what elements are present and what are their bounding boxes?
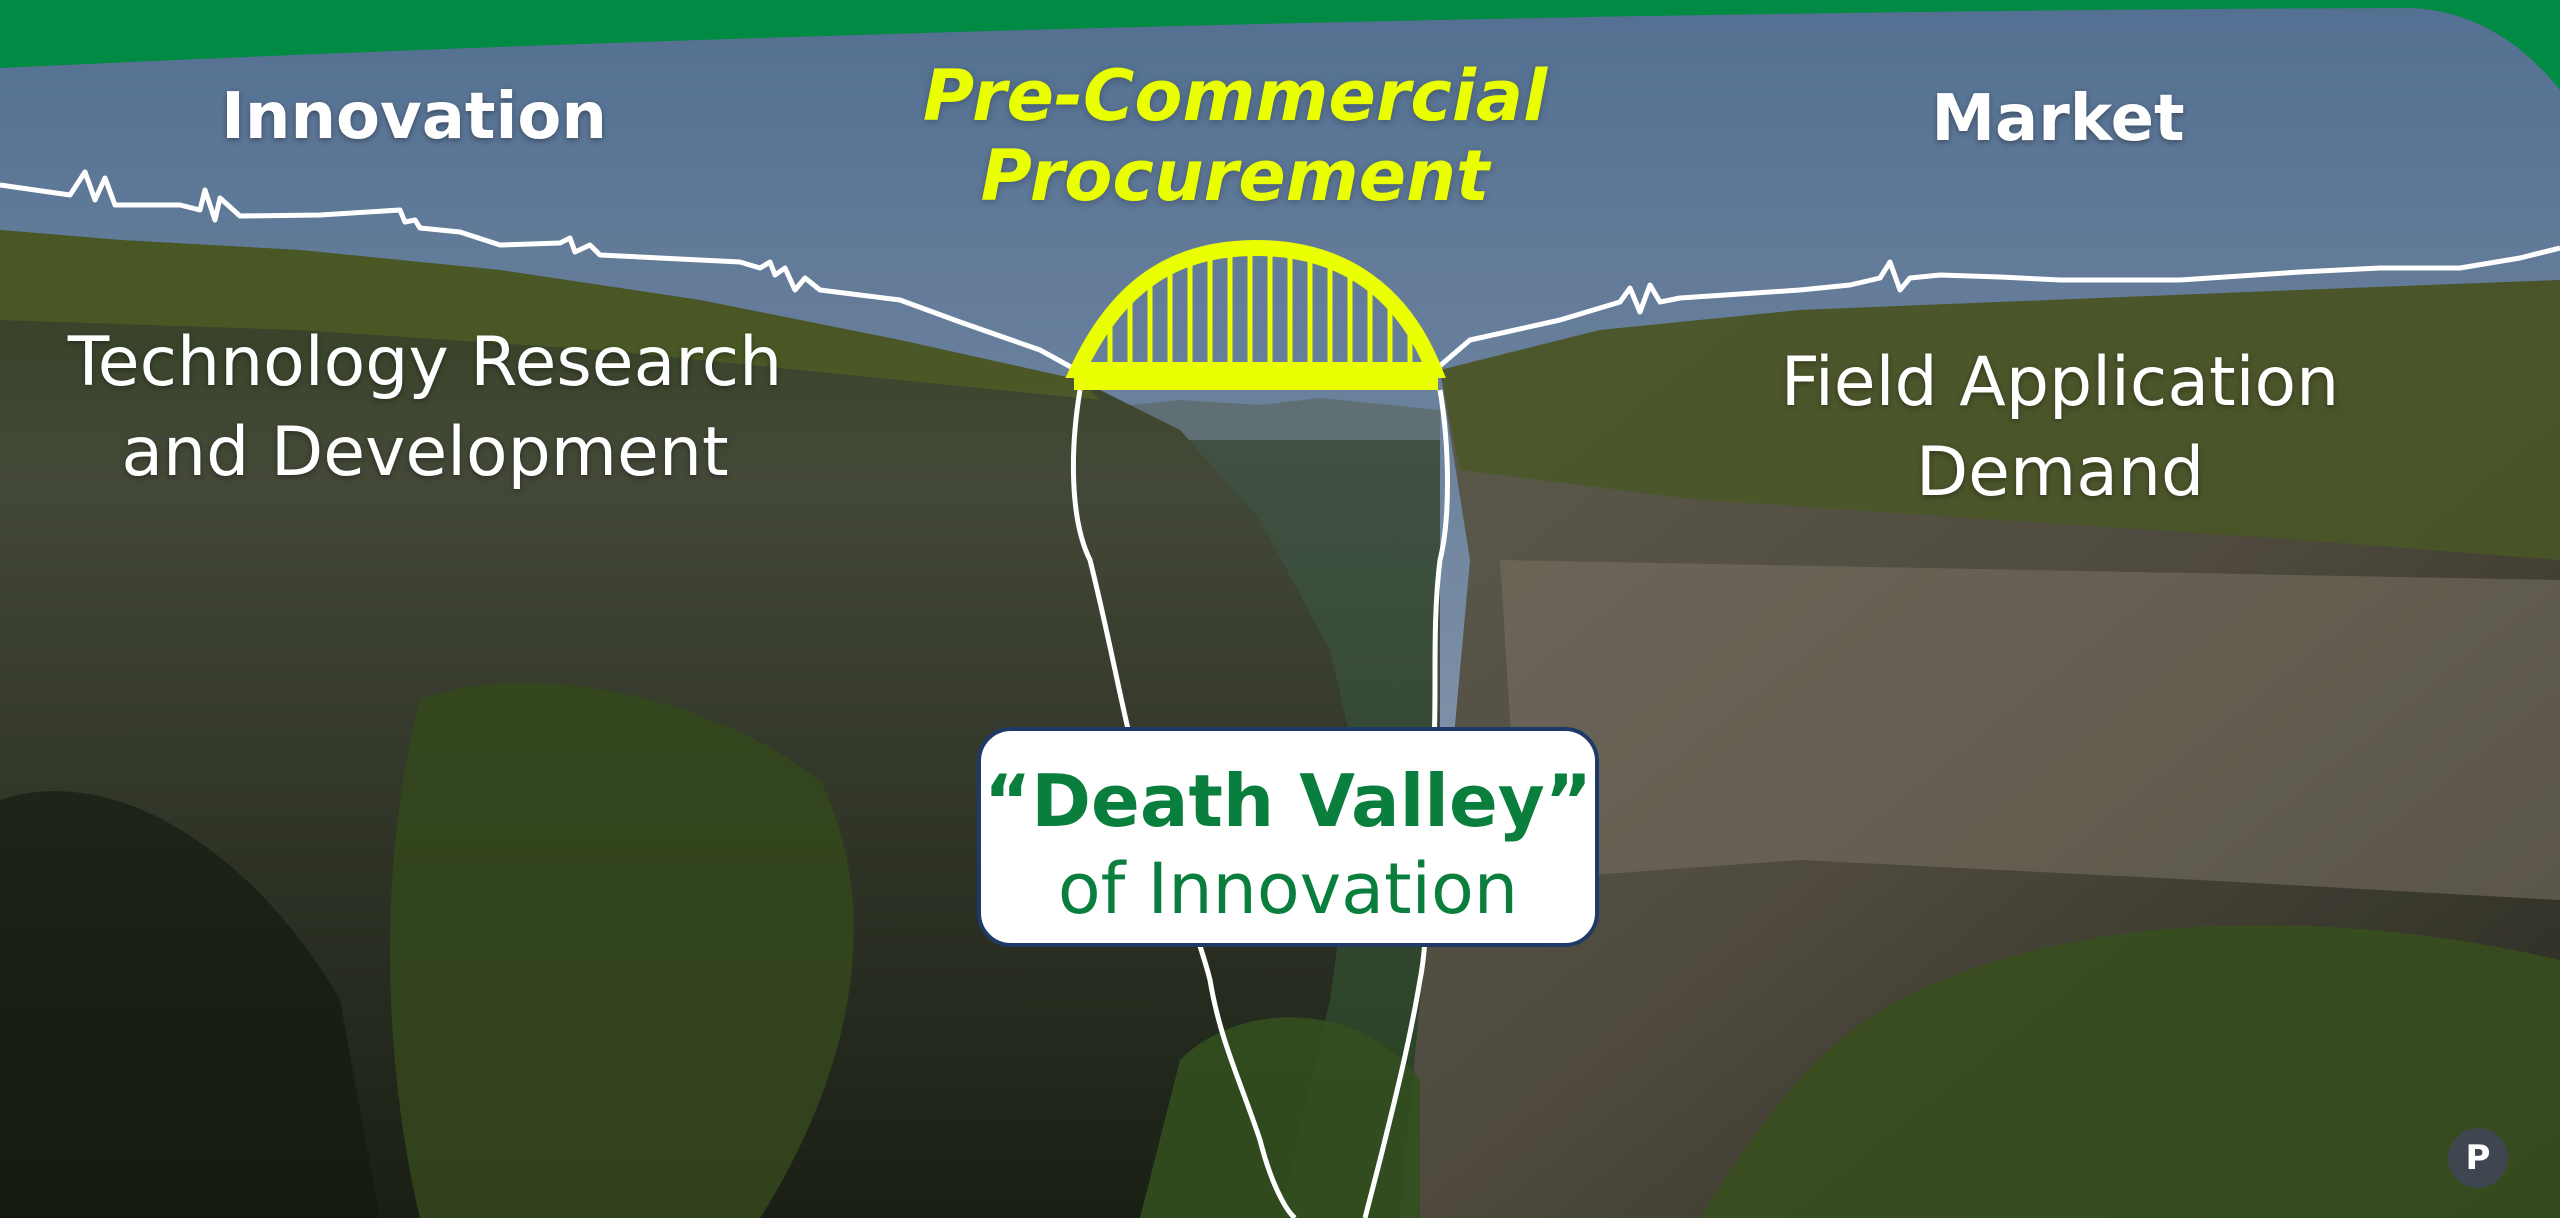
terrain-outline-right [1433,245,2560,372]
left-shadow [0,791,380,1218]
technology-research-line1: Technology Research [67,323,783,402]
pcp-line2: Procurement [980,135,1490,217]
death-valley-title: “Death Valley” [983,759,1593,843]
arch-bridge-icon [1065,239,1446,390]
pcp-line1: Pre-Commercial [922,55,1548,137]
field-application-label: Field Application Demand [1710,338,2410,518]
top-banner [0,0,2560,90]
valley-bottom-trees [1140,1017,1420,1218]
right-cliff-top-vegetation [1440,280,2560,560]
technology-research-line2: and Development [121,413,729,492]
death-valley-subtitle: of Innovation [1057,848,1519,930]
right-bottom-vegetation [1700,925,2560,1218]
right-rock-face [1500,560,2560,900]
p-badge[interactable]: P [2448,1128,2508,1188]
left-forest-patch [390,682,854,1218]
terrain-outline-left [0,169,1082,375]
market-heading: Market [1931,82,2185,156]
death-valley-box: “Death Valley” of Innovation [977,727,1599,947]
left-cliff-top-vegetation [0,230,1100,400]
field-application-line1: Field Application [1780,343,2340,422]
innovation-heading: Innovation [221,80,607,154]
field-application-line2: Demand [1915,433,2205,512]
technology-research-label: Technology Research and Development [40,318,810,498]
pre-commercial-procurement-label: Pre-Commercial Procurement [900,56,1570,216]
